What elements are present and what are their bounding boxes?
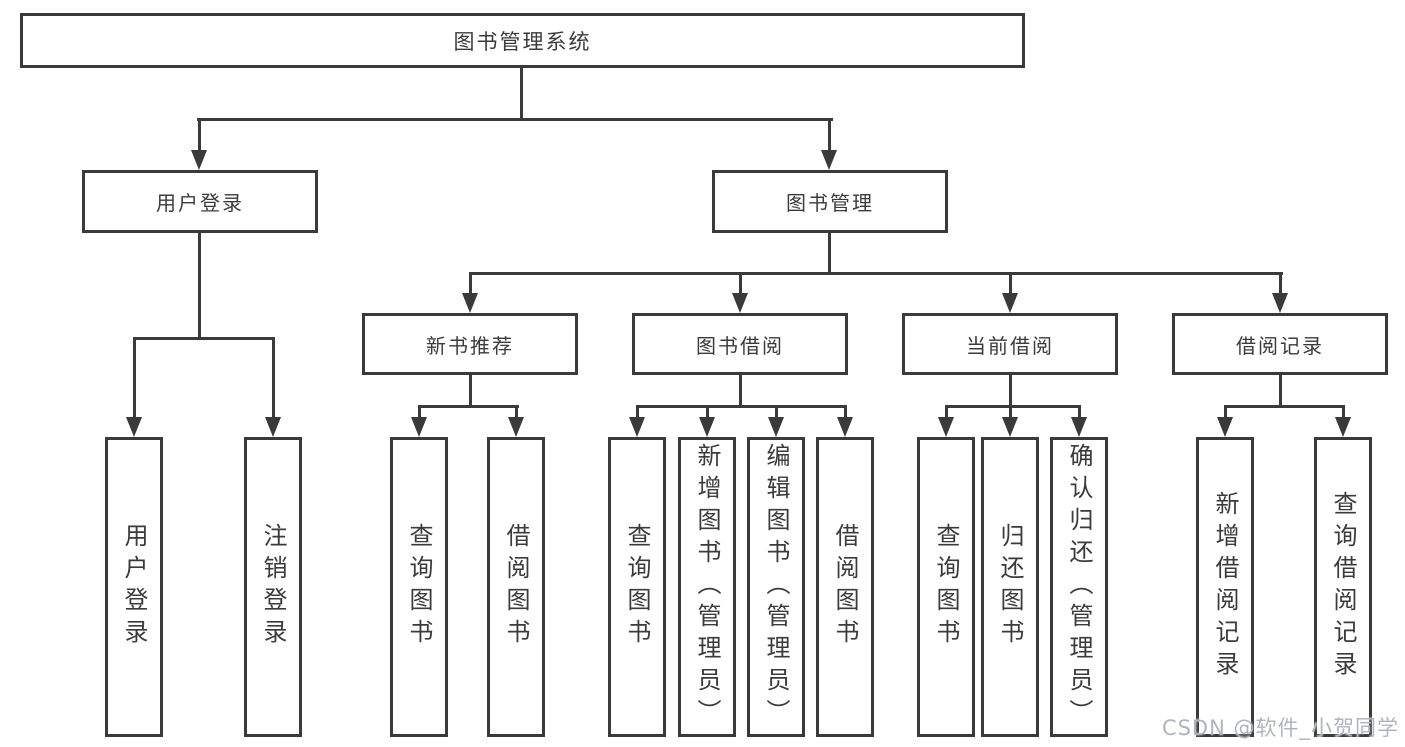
node-user-login: 用户登录 [82, 170, 318, 233]
leaf-query-books-2: 查询图书 [608, 437, 666, 737]
connector-line [133, 340, 136, 419]
connector-line [1342, 408, 1345, 419]
arrow-down-icon [508, 417, 524, 437]
connector-line [844, 408, 847, 419]
leaf-borrow-books-2: 借阅图书 [816, 437, 874, 737]
node-label: 查询图书 [932, 523, 960, 651]
connector-line [469, 272, 1283, 275]
node-label: 用户登录 [120, 523, 148, 651]
connector-line [828, 233, 831, 275]
arrow-down-icon [1002, 293, 1018, 313]
leaf-logout: 注销登录 [244, 437, 302, 737]
arrow-down-icon [629, 417, 645, 437]
connector-line [133, 337, 275, 340]
leaf-return-books: 归还图书 [981, 437, 1039, 737]
connector-line [197, 118, 833, 121]
connector-line [828, 121, 831, 152]
leaf-query-books-1: 查询图书 [390, 437, 448, 737]
connector-line [945, 408, 948, 419]
connector-line [636, 405, 847, 408]
arrow-down-icon [699, 417, 715, 437]
node-label: 当前借阅 [966, 333, 1054, 358]
node-label: 用户登录 [156, 191, 244, 215]
connector-line [775, 408, 778, 419]
connector-line [418, 405, 519, 408]
arrow-down-icon [1217, 417, 1233, 437]
leaf-user-login: 用户登录 [105, 437, 163, 737]
node-label: 归还图书 [996, 523, 1024, 651]
connector-line [1224, 405, 1345, 408]
node-borrow-records: 借阅记录 [1172, 313, 1388, 375]
node-label: 新书推荐 [426, 333, 514, 358]
leaf-add-books-admin: 新增图书（管理员） [678, 437, 736, 737]
node-label: 图书管理系统 [453, 29, 592, 54]
connector-line [1009, 408, 1012, 419]
node-label: 编辑图书（管理员） [762, 443, 790, 731]
connector-line [469, 275, 472, 295]
leaf-edit-books-admin: 编辑图书（管理员） [747, 437, 805, 737]
arrow-down-icon [1272, 293, 1288, 313]
connector-line [418, 408, 421, 419]
arrow-down-icon [1002, 417, 1018, 437]
leaf-query-borrow-record: 查询借阅记录 [1314, 437, 1372, 737]
connector-line [469, 375, 472, 408]
connector-line [739, 275, 742, 295]
connector-line [1009, 275, 1012, 295]
arrow-down-icon [1071, 417, 1087, 437]
arrow-down-icon [821, 150, 837, 170]
node-label: 注销登录 [259, 523, 287, 651]
arrow-down-icon [265, 417, 281, 437]
node-label: 查询图书 [623, 523, 651, 651]
arrow-down-icon [411, 417, 427, 437]
connector-line [515, 408, 518, 419]
connector-line [1279, 375, 1282, 408]
connector-line [1224, 408, 1227, 419]
arrow-down-icon [1335, 417, 1351, 437]
connector-line [198, 233, 201, 340]
connector-line [1279, 275, 1282, 295]
node-label: 新增图书（管理员） [693, 443, 721, 731]
connector-line [1009, 375, 1012, 408]
node-label: 借阅图书 [502, 523, 530, 651]
node-label: 图书管理 [786, 191, 874, 215]
node-label: 查询图书 [405, 523, 433, 651]
node-label: 图书借阅 [696, 333, 784, 358]
connector-line [945, 405, 1081, 408]
node-label: 确认归还（管理员） [1065, 443, 1093, 731]
arrow-down-icon [837, 417, 853, 437]
node-label: 新增借阅记录 [1211, 491, 1239, 683]
arrow-down-icon [462, 293, 478, 313]
arrow-down-icon [938, 417, 954, 437]
connector-line [636, 408, 639, 419]
node-book-management: 图书管理 [712, 170, 948, 233]
leaf-add-borrow-record: 新增借阅记录 [1196, 437, 1254, 737]
leaf-borrow-books-1: 借阅图书 [487, 437, 545, 737]
node-current-borrowing: 当前借阅 [902, 313, 1118, 375]
node-label: 借阅图书 [831, 523, 859, 651]
node-label: 查询借阅记录 [1329, 491, 1357, 683]
node-label: 借阅记录 [1236, 333, 1324, 358]
connector-line [520, 68, 523, 121]
watermark: CSDN @软件_小贺同学 [1161, 716, 1399, 740]
connector-line [272, 340, 275, 419]
arrow-down-icon [768, 417, 784, 437]
node-library-management-system: 图书管理系统 [20, 13, 1025, 68]
leaf-query-books-3: 查询图书 [917, 437, 975, 737]
node-book-borrowing: 图书借阅 [632, 313, 848, 375]
connector-line [706, 408, 709, 419]
connector-line [1078, 408, 1081, 419]
node-new-book-recommend: 新书推荐 [362, 313, 578, 375]
arrow-down-icon [126, 417, 142, 437]
connector-line [739, 375, 742, 408]
connector-line [198, 121, 201, 152]
arrow-down-icon [191, 150, 207, 170]
arrow-down-icon [732, 293, 748, 313]
leaf-confirm-return-admin: 确认归还（管理员） [1050, 437, 1108, 737]
